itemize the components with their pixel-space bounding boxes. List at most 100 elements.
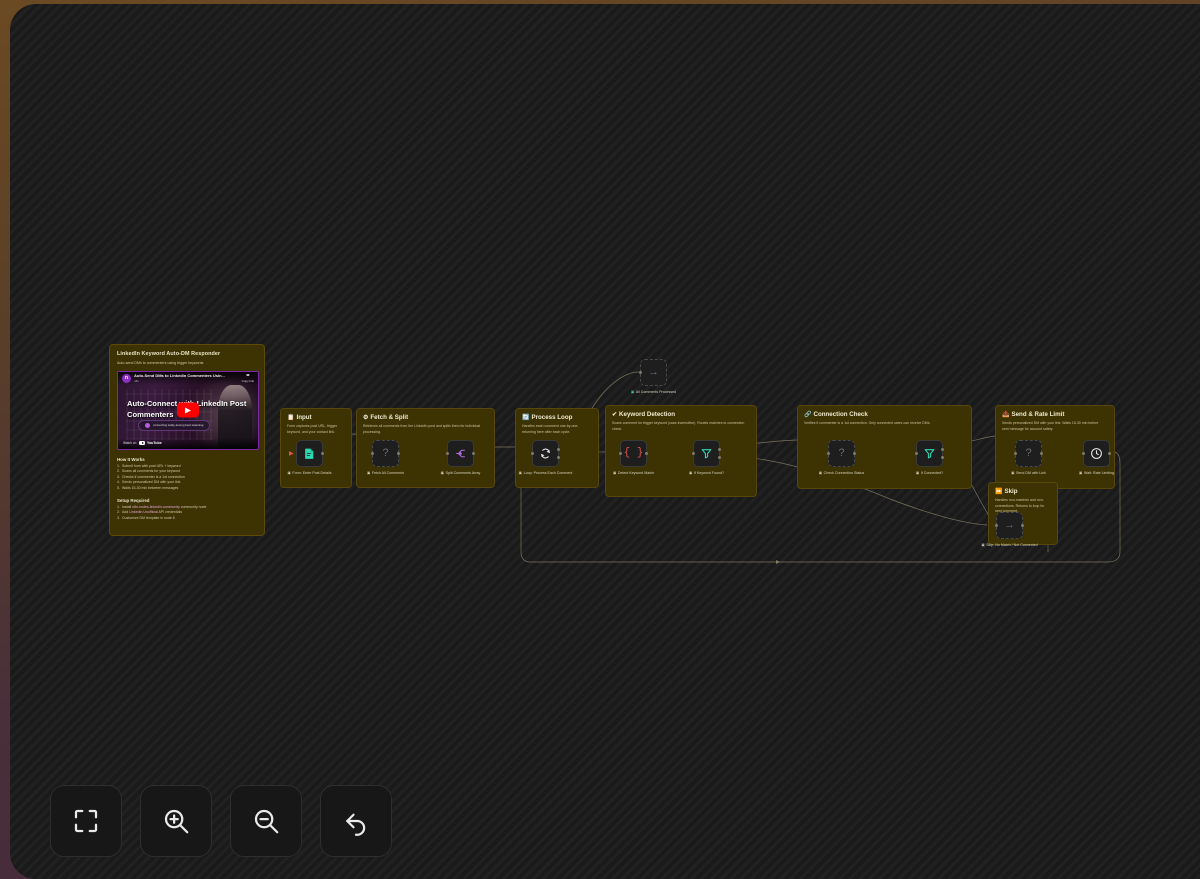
list-item-text: Scans all comments for your keyword: [122, 469, 181, 474]
video-title[interactable]: Auto-Send DMs to LinkedIn Commenters Usi…: [134, 373, 225, 378]
list-item: 5. Waits 15-30 min between messages: [117, 486, 257, 491]
node-output-port-false[interactable]: [718, 456, 721, 460]
list-item-number: 2.: [117, 469, 120, 474]
list-item: 1. Install n8n-nodes-linkedin-community …: [117, 505, 257, 510]
note-title: LinkedIn Keyword Auto-DM Responder: [117, 351, 221, 357]
list-item: 2. Scans all comments for your keyword: [117, 469, 257, 474]
channel-avatar: n: [122, 373, 131, 383]
group-process-loop[interactable]: 🔄 Process Loop Handles each comment one-…: [515, 408, 599, 488]
node-split-comments-array[interactable]: ▣ Split Comments Array: [441, 440, 480, 475]
youtube-label: YouTube: [146, 441, 162, 446]
send-icon: 📤: [1002, 411, 1010, 418]
node-all-comments-processed[interactable]: → ▣ All Comments Processed: [631, 359, 676, 394]
share-label: Copy link: [241, 379, 254, 384]
list-item-text: Checks if commenter is a 1st connection: [122, 474, 185, 479]
share-icon[interactable]: ⚭: [245, 373, 251, 380]
play-icon[interactable]: [177, 402, 199, 418]
workflow-canvas[interactable]: LinkedIn Keyword Auto-DM Responder Auto-…: [10, 4, 1200, 879]
node-fetch-all-comments[interactable]: ? ▣ Fetch All Comments: [367, 440, 404, 475]
node-output-port-done[interactable]: [557, 447, 560, 451]
node-input-port[interactable]: [639, 371, 642, 374]
node-input-port[interactable]: [995, 524, 998, 527]
node-icon: ▣: [915, 471, 920, 475]
group-send-rate-limit-title: 📤 Send & Rate Limit: [1002, 411, 1108, 418]
node-icon: ▣: [440, 471, 445, 475]
setup-required-heading: Setup Required: [117, 497, 150, 503]
list-item-number: 2.: [117, 510, 120, 515]
list-item-number: 4.: [117, 480, 120, 485]
node-input-port[interactable]: [692, 452, 695, 455]
node-output-port[interactable]: [645, 452, 648, 455]
list-item-number: 5.: [117, 485, 120, 490]
node-form-enter-post-details[interactable]: ▶ ▣ Form: Enter Post Details: [287, 440, 332, 475]
caption-dot-icon: [145, 422, 150, 428]
node-input-port[interactable]: [915, 452, 918, 455]
node-detect-keyword-match[interactable]: { } ▣ Detect Keyword Match: [613, 440, 654, 475]
youtube-logo-icon[interactable]: YouTube: [139, 441, 162, 446]
node-output-port[interactable]: [397, 452, 400, 455]
node-input-port[interactable]: [371, 452, 374, 455]
code-icon: { }: [623, 447, 644, 459]
group-title-text: Skip: [1004, 488, 1018, 495]
node-input-port[interactable]: [619, 452, 622, 455]
inline-code: LinkedIn Unofficial: [129, 510, 158, 515]
list-item-text: community node: [179, 504, 207, 509]
node-output-port-true[interactable]: [941, 447, 944, 451]
list-item-text: Submit form with post URL + keyword: [122, 463, 181, 468]
node-input-port[interactable]: [446, 452, 449, 455]
group-connection-check-desc: Verifies if commenter is a 1st connectio…: [804, 421, 931, 426]
fit-to-view-button[interactable]: [50, 785, 122, 857]
trigger-arrow-icon: ▶: [289, 450, 294, 457]
node-if-keyword-found[interactable]: ▣ If Keyword Found?: [689, 440, 724, 475]
node-icon: ▣: [366, 471, 371, 475]
group-process-loop-desc: Handles each comment one-by-one, returni…: [522, 424, 579, 434]
watch-on-label: Watch on: [123, 441, 137, 446]
node-output-port-loop[interactable]: [557, 456, 560, 460]
node-label-if-connected: ▣ If Connected?: [915, 471, 944, 475]
youtube-video-embed[interactable]: n Auto-Send DMs to LinkedIn Commenters U…: [117, 370, 259, 450]
node-icon: ▣: [688, 471, 693, 475]
node-input-port[interactable]: [1082, 452, 1085, 455]
inline-code: n8n-nodes-linkedin-community: [132, 504, 180, 509]
documentation-sticky-note[interactable]: LinkedIn Keyword Auto-DM Responder Auto-…: [109, 344, 265, 536]
node-label-split-comments-array: ▣ Split Comments Array: [440, 471, 481, 475]
node-icon: ▣: [630, 390, 635, 394]
node-if-connected[interactable]: ▣ If Connected?: [915, 440, 944, 475]
video-top-bar: n Auto-Send DMs to LinkedIn Commenters U…: [118, 371, 258, 385]
node-icon: ▣: [1011, 471, 1015, 475]
node-input-port[interactable]: [827, 452, 830, 455]
node-skip-no-match-not-connected[interactable]: → ▣ Skip: No Match / Not Connected: [981, 512, 1038, 547]
node-output-port[interactable]: [321, 452, 324, 455]
node-input-port[interactable]: [1014, 452, 1017, 455]
node-label-wait-rate-limiting: ▣ Wait: Rate Limiting: [1079, 471, 1114, 475]
node-icon: ▣: [287, 471, 291, 475]
node-output-port[interactable]: [1040, 452, 1043, 455]
node-output-port[interactable]: [1108, 452, 1111, 455]
node-output-port[interactable]: [853, 452, 856, 455]
node-check-connection-status[interactable]: ? ▣ Check Connection Status: [819, 440, 864, 475]
gear-icon: ⚙: [363, 414, 369, 421]
list-item-text: Customize DM template in node: [122, 515, 173, 520]
question-icon: ?: [382, 447, 389, 459]
node-label-send-dm-with-link: ▣ Send DM with Link: [1011, 471, 1046, 475]
group-keyword-detection-title: ✔ Keyword Detection: [612, 411, 750, 418]
node-label-detect-keyword-match: ▣ Detect Keyword Match: [612, 471, 655, 475]
node-wait-rate-limiting[interactable]: ▣ Wait: Rate Limiting: [1079, 440, 1114, 475]
group-connection-check[interactable]: 🔗 Connection Check Verifies if commenter…: [797, 405, 972, 489]
node-output-port-true[interactable]: [718, 447, 721, 451]
zoom-out-button[interactable]: [230, 785, 302, 857]
node-output-port[interactable]: [472, 452, 475, 455]
node-output-port[interactable]: [1021, 524, 1024, 527]
node-icon: ▣: [612, 471, 617, 475]
video-caption-chip: connecting today among best steaming: [138, 419, 211, 431]
node-label-form-enter-post-details: ▣ Form: Enter Post Details: [287, 471, 332, 475]
node-label-skip-no-match-not-connected: ▣ Skip: No Match / Not Connected: [981, 543, 1038, 547]
zoom-in-button[interactable]: [140, 785, 212, 857]
reset-button[interactable]: [320, 785, 392, 857]
node-loop-process-each-comment[interactable]: ▣ Loop: Process Each Comment: [519, 440, 572, 475]
share-control[interactable]: ⚭ Copy link: [242, 373, 254, 383]
node-output-port-false[interactable]: [941, 456, 944, 460]
node-send-dm-with-link[interactable]: ? ▣ Send DM with Link: [1011, 440, 1046, 475]
node-input-port[interactable]: [531, 452, 534, 455]
